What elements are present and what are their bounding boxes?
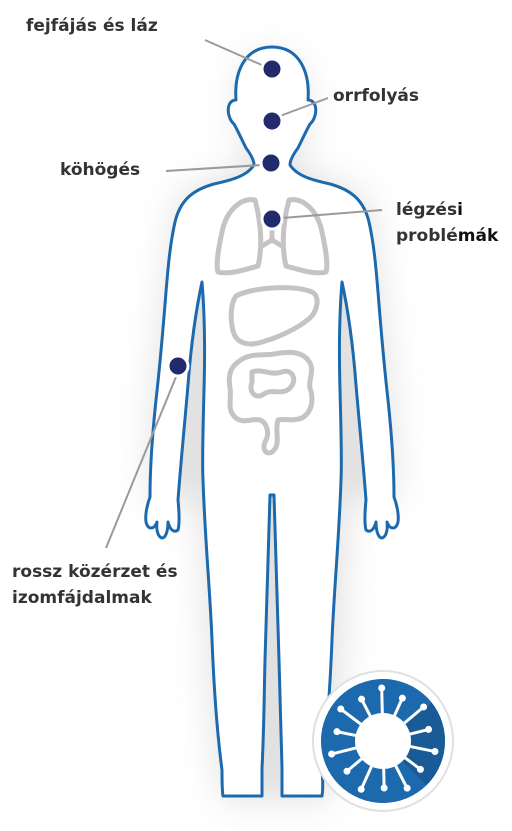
virus-spike-tip (420, 703, 427, 710)
label-breathing-problems-line2: problémák (396, 224, 498, 248)
virus-spike-tip (358, 696, 365, 703)
label-breathing-part1: légzés (396, 200, 457, 220)
marker-throat (261, 153, 281, 173)
label-headache-fever: fejfájás és láz (26, 14, 158, 38)
virus-spike-tip (417, 766, 424, 773)
virus-spike-tip (381, 784, 388, 791)
label-problems-part2: mák (458, 226, 499, 246)
label-malaise-line1: rossz közérzet és (12, 560, 178, 584)
label-malaise-line2: izomfájdalmak (12, 586, 152, 610)
virus-spike-tip (328, 751, 335, 758)
virus-spike-tip (337, 705, 344, 712)
virus-spike-tip (358, 786, 365, 793)
marker-arm (168, 356, 188, 376)
marker-head (262, 59, 282, 79)
virus-spike-tip (399, 695, 406, 702)
virus-icon (313, 671, 460, 820)
virus-spike-tip (431, 748, 438, 755)
virus-spike-tip (378, 685, 385, 692)
virus-spike-tip (425, 726, 432, 733)
virus-spike (382, 691, 383, 713)
label-cough: köhögés (60, 158, 140, 182)
label-breathing-problems-line1: légzési (396, 198, 463, 222)
virus-spike-tip (333, 728, 340, 735)
marker-chest (262, 209, 282, 229)
virus-spike-tip (404, 785, 411, 792)
label-runny-nose: orrfolyás (333, 84, 419, 108)
label-breathing-part2: i (457, 200, 463, 220)
virus-spike-tip (343, 768, 350, 775)
label-problems-part1: problé (396, 226, 458, 246)
marker-nose (262, 111, 282, 131)
